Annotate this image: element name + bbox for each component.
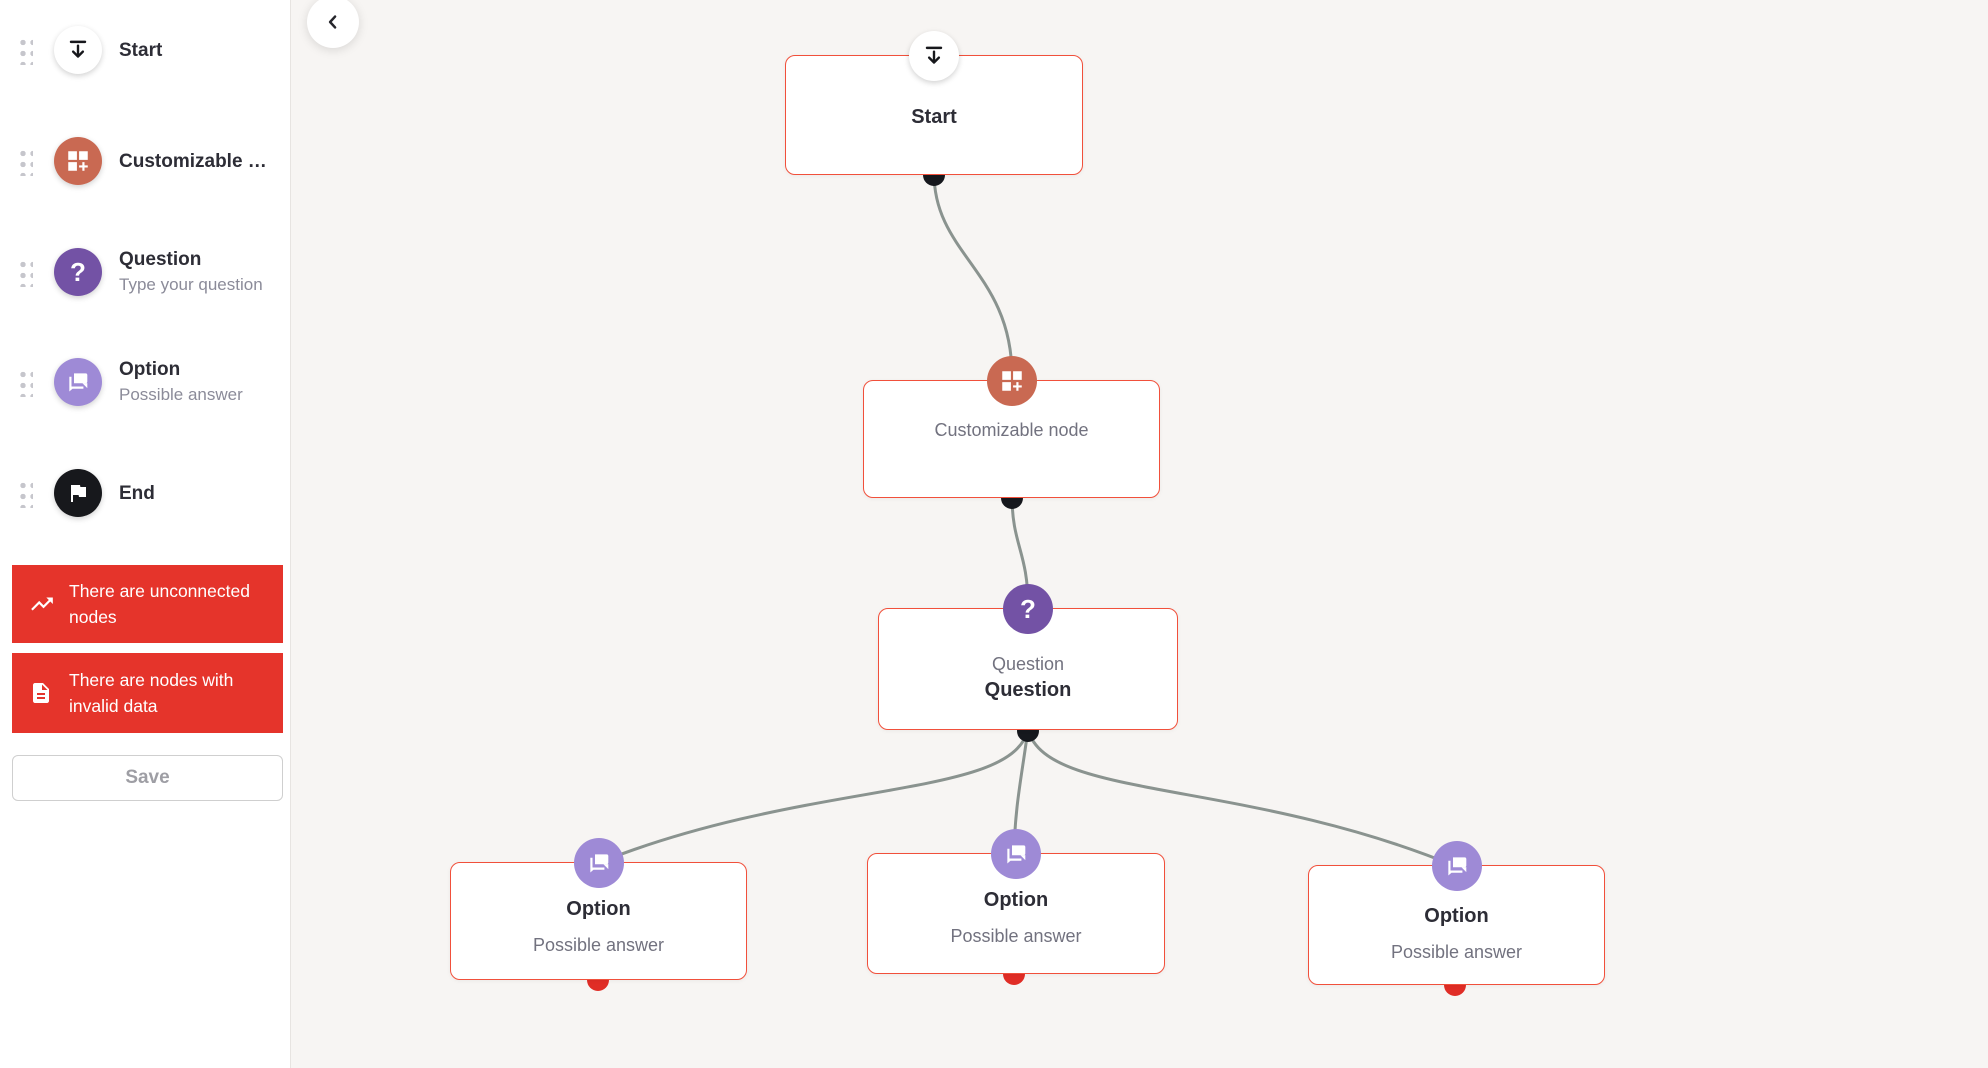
palette-item-label: Customizable … [119,150,267,172]
palette-item-subtitle: Type your question [119,275,263,294]
node-type-label: Question [991,654,1065,674]
node-start[interactable]: Start [785,31,1083,175]
node-option-3[interactable]: Option Possible answer [1308,841,1605,985]
node-option-1[interactable]: Option Possible answer [450,838,747,980]
node-title: Option [983,889,1049,911]
warning-text: There are unconnected nodes [69,581,250,627]
chevron-left-icon [328,15,337,29]
palette-item-option[interactable]: Option Possible answer [0,350,291,414]
node-subtitle: Possible answer [1390,942,1523,962]
node-question[interactable]: ? Question Question [878,584,1178,730]
node-subtitle: Possible answer [532,935,665,955]
node-palette-sidebar: Start Customizable … ? Question Type you… [0,0,291,1068]
customizable-node-icon [54,137,102,185]
drag-handle-icon[interactable] [18,35,33,65]
palette-item-label: Question [119,249,202,270]
customizable-node-icon [986,356,1037,406]
node-subtitle: Possible answer [950,926,1082,946]
chat-bubbles-icon [573,838,624,888]
question-mark-icon: ? [54,248,102,296]
chat-bubbles-icon [54,358,102,406]
drag-handle-icon[interactable] [18,367,33,397]
palette-item-question[interactable]: ? Question Type your question [0,240,291,304]
collapse-sidebar-button[interactable] [307,0,359,48]
edge-connectors [596,171,1457,868]
node-title: Option [1424,905,1489,927]
node-customizable[interactable]: Customizable node [863,356,1160,498]
palette-item-subtitle: Possible answer [119,385,243,404]
document-icon [29,681,55,705]
warning-text: There are nodes with invalid data [69,670,234,716]
question-mark-icon: ? [1003,584,1053,634]
palette-item-customizable[interactable]: Customizable … [0,137,291,185]
node-title: Customizable node [934,420,1089,440]
trending-up-icon [29,591,55,617]
palette-item-start[interactable]: Start [0,26,291,74]
edge-question-to-option-3 [1026,727,1457,868]
save-button[interactable]: Save [12,755,283,801]
edge-start-to-customizable [932,171,1014,378]
palette-item-label: End [119,482,155,504]
palette-item-end[interactable]: End [0,469,291,517]
chat-bubbles-icon [1431,841,1482,891]
edge-question-to-option-1 [596,727,1030,865]
node-title: Question [984,679,1072,701]
node-option-2[interactable]: Option Possible answer [867,829,1165,974]
chat-bubbles-icon [991,829,1041,879]
warning-unconnected-nodes: There are unconnected nodes [12,565,283,643]
node-title: Start [911,106,957,128]
flow-canvas[interactable]: Start Customizable node ? Question Quest… [291,0,1988,1068]
node-title: Option [566,898,631,920]
start-download-icon [54,26,102,74]
palette-item-label: Start [119,39,163,61]
drag-handle-icon[interactable] [18,146,33,176]
palette-item-label: Option [119,359,181,380]
drag-handle-icon[interactable] [18,478,33,508]
drag-handle-icon[interactable] [18,257,33,287]
warning-invalid-data: There are nodes with invalid data [12,653,283,733]
end-flag-icon [54,469,102,517]
start-download-icon [909,31,959,81]
